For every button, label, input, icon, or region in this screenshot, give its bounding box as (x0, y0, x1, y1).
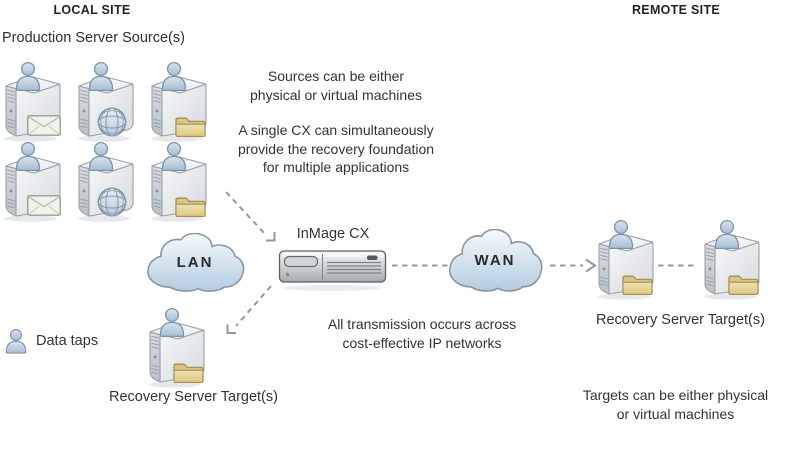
lan-cloud: LAN (143, 233, 247, 293)
lan-label: LAN (176, 253, 214, 271)
appliance-label: InMage CX (296, 226, 370, 242)
data-taps-label: Data taps (36, 333, 99, 349)
arrowhead-servers-to-cx (266, 232, 276, 242)
local-recovery-label: Recovery Server Target(s) (109, 389, 278, 405)
transmission-note: All transmission occurs across cost-effe… (327, 316, 517, 351)
wan-label: WAN (474, 251, 516, 269)
remote-site-header: REMOTE SITE (631, 3, 721, 17)
data-taps-legend: Data taps (5, 328, 98, 354)
sources-note: Sources can be either physical or virtua… (250, 68, 422, 103)
wan-cloud: WAN (445, 229, 545, 293)
production-servers-label: Production Server Source(s) (2, 30, 185, 46)
remote-recovery-label: Recovery Server Target(s) (596, 312, 765, 328)
arrowhead-wan-to-remote-servers (585, 258, 597, 273)
local-site-header: LOCAL SITE (53, 3, 131, 17)
arrow-servers-to-cx (225, 191, 266, 235)
inmage-cx-appliance-icon (278, 250, 387, 291)
arrowhead-cx-to-local-recovery (226, 324, 236, 334)
arrow-cx-to-local-recovery (235, 285, 272, 327)
targets-note: Targets can be either physical or virtua… (582, 387, 769, 422)
cx-note: A single CX can simultaneously provide t… (237, 122, 435, 175)
